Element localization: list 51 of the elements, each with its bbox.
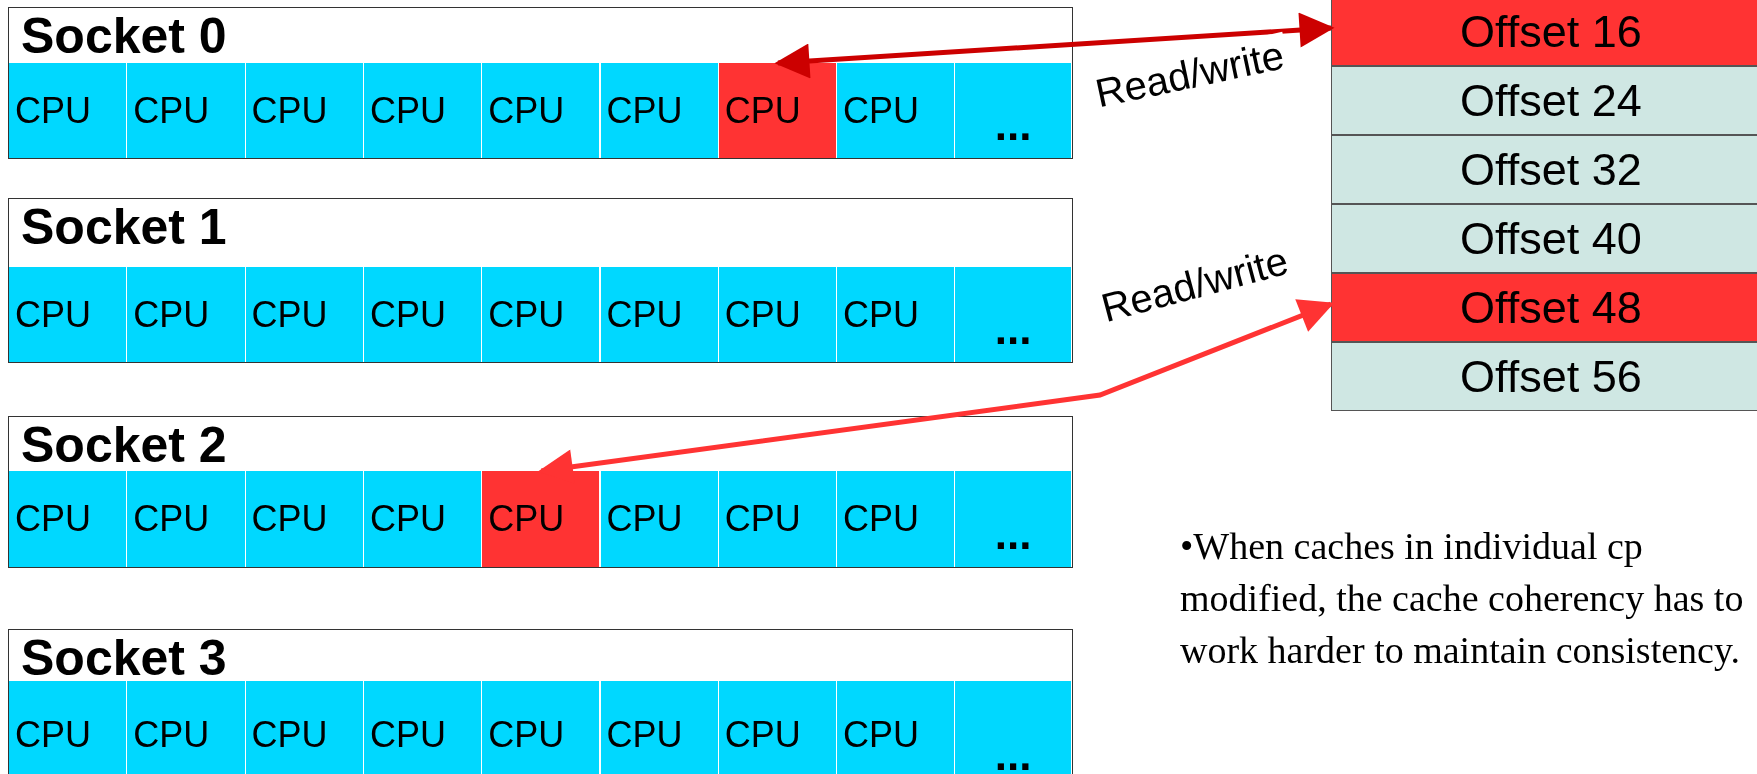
cpu-cell: CPU — [245, 681, 364, 774]
ellipsis-cell: ... — [955, 267, 1072, 362]
cpu-cell: CPU — [363, 681, 483, 774]
cpu-cell: CPU — [600, 471, 719, 567]
cpu-cell: CPU — [245, 63, 364, 158]
cpu-cell: CPU — [718, 63, 838, 158]
socket-box — [8, 7, 1073, 159]
cpu-cell: CPU — [245, 267, 364, 362]
memory-offset-cell: Offset 48 — [1331, 273, 1757, 342]
cpu-cell: CPU — [127, 471, 246, 567]
cpu-cell: CPU — [363, 267, 483, 362]
cpu-cell: CPU — [127, 681, 246, 774]
cpu-cell: CPU — [363, 63, 483, 158]
arrow — [774, 12, 1335, 79]
cpu-cell: CPU — [482, 471, 601, 567]
ellipsis-cell: ... — [955, 681, 1072, 774]
cpu-cell: CPU — [363, 471, 483, 567]
cpu-cell: CPU — [600, 267, 719, 362]
note-text: •When caches in individual cp modified, the cache coherency has to work harder to maintain consistency. — [1180, 524, 1745, 673]
memory-offset-cell: Offset 40 — [1331, 204, 1757, 273]
cpu-cell: CPU — [837, 471, 956, 567]
cpu-cell: CPU — [9, 267, 128, 362]
cpu-cell: CPU — [837, 63, 956, 158]
cpu-cell: CPU — [9, 63, 128, 158]
cpu-cell: CPU — [482, 681, 601, 774]
socket-box — [8, 198, 1073, 363]
cpu-cell: CPU — [718, 267, 838, 362]
memory-offset-cell: Offset 16 — [1331, 0, 1757, 66]
cpu-cell: CPU — [245, 471, 364, 567]
cpu-cell: CPU — [837, 681, 956, 774]
memory-offset-cell: Offset 56 — [1331, 342, 1757, 411]
socket-box — [8, 629, 1073, 774]
cpu-cell: CPU — [9, 681, 128, 774]
cpu-cell: CPU — [718, 471, 838, 567]
cpu-cell: CPU — [837, 267, 956, 362]
cpu-cell: CPU — [718, 681, 838, 774]
socket-box — [8, 416, 1073, 568]
ellipsis-cell: ... — [955, 471, 1072, 567]
cpu-cell: CPU — [127, 63, 246, 158]
memory-offset-cell: Offset 24 — [1331, 66, 1757, 135]
socket-label: Socket 1 — [21, 199, 227, 255]
socket-label: Socket 2 — [21, 417, 227, 473]
cpu-cell: CPU — [9, 471, 128, 567]
cpu-cell: CPU — [482, 63, 601, 158]
ellipsis-cell: ... — [955, 63, 1072, 158]
cpu-cell: CPU — [482, 267, 601, 362]
cpu-cell: CPU — [127, 267, 246, 362]
cpu-cell: CPU — [600, 63, 719, 158]
memory-offset-cell: Offset 32 — [1331, 135, 1757, 204]
socket-label: Socket 0 — [21, 8, 227, 64]
cpu-cell: CPU — [600, 681, 719, 774]
